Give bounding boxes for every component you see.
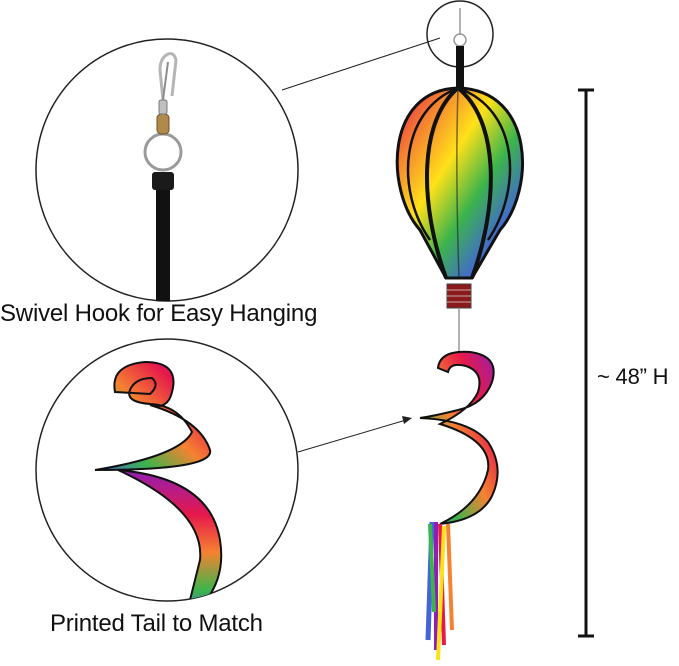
spiral-tail-detail: [35, 338, 299, 602]
caption-printed-tail: Printed Tail to Match: [50, 610, 263, 637]
hot-air-balloon-spinner: [395, 8, 524, 352]
leader-line-tail: [297, 419, 407, 453]
arrowhead-icon: [402, 416, 412, 424]
swivel-hook-detail: [35, 38, 299, 302]
leader-line-hook: [281, 37, 441, 91]
spiral-tail: [419, 350, 499, 661]
height-bracket: [578, 88, 594, 638]
caption-height: ~ 48” H: [597, 364, 669, 389]
caption-swivel-hook: Swivel Hook for Easy Hanging: [0, 300, 318, 327]
